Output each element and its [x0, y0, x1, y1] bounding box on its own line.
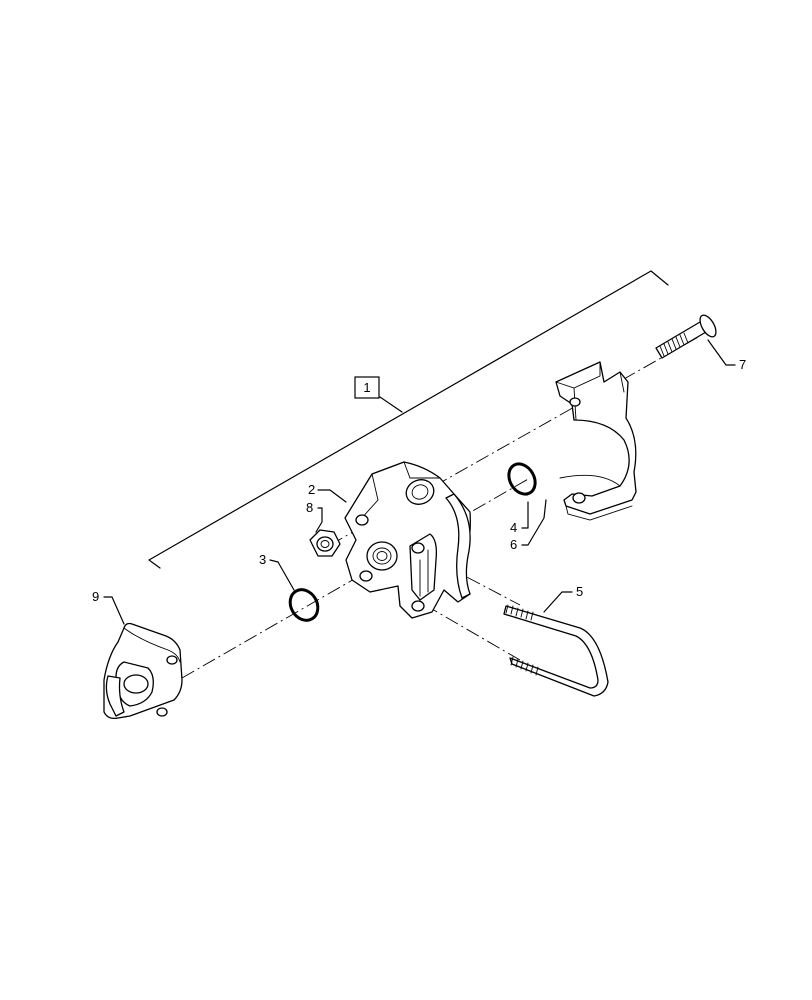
leader-lines — [103, 339, 736, 625]
part-7-bolt[interactable] — [655, 313, 719, 359]
callout-7[interactable]: 7 — [739, 357, 746, 372]
callout-1[interactable]: 1 — [354, 376, 380, 399]
part-5-u-bolt[interactable] — [503, 604, 609, 697]
part-6-clamp-saddle[interactable] — [555, 361, 637, 521]
part-8-hex-nut[interactable] — [309, 529, 341, 557]
part-4-o-ring[interactable] — [504, 459, 541, 499]
callout-8[interactable]: 8 — [306, 500, 313, 515]
assembly-bracket — [148, 270, 669, 569]
callout-4[interactable]: 4 — [510, 520, 517, 535]
callout-numbers: 2 8 3 4 6 5 7 9 — [92, 357, 746, 604]
callout-6[interactable]: 6 — [510, 537, 517, 552]
part-3-o-ring[interactable] — [285, 585, 324, 626]
callout-5[interactable]: 5 — [576, 584, 583, 599]
callout-2[interactable]: 2 — [308, 482, 315, 497]
part-9-end-cap[interactable] — [103, 622, 183, 720]
callout-1-label: 1 — [363, 380, 370, 395]
part-2-valve-body[interactable] — [344, 461, 471, 619]
callout-9[interactable]: 9 — [92, 589, 99, 604]
callout-3[interactable]: 3 — [259, 552, 266, 567]
